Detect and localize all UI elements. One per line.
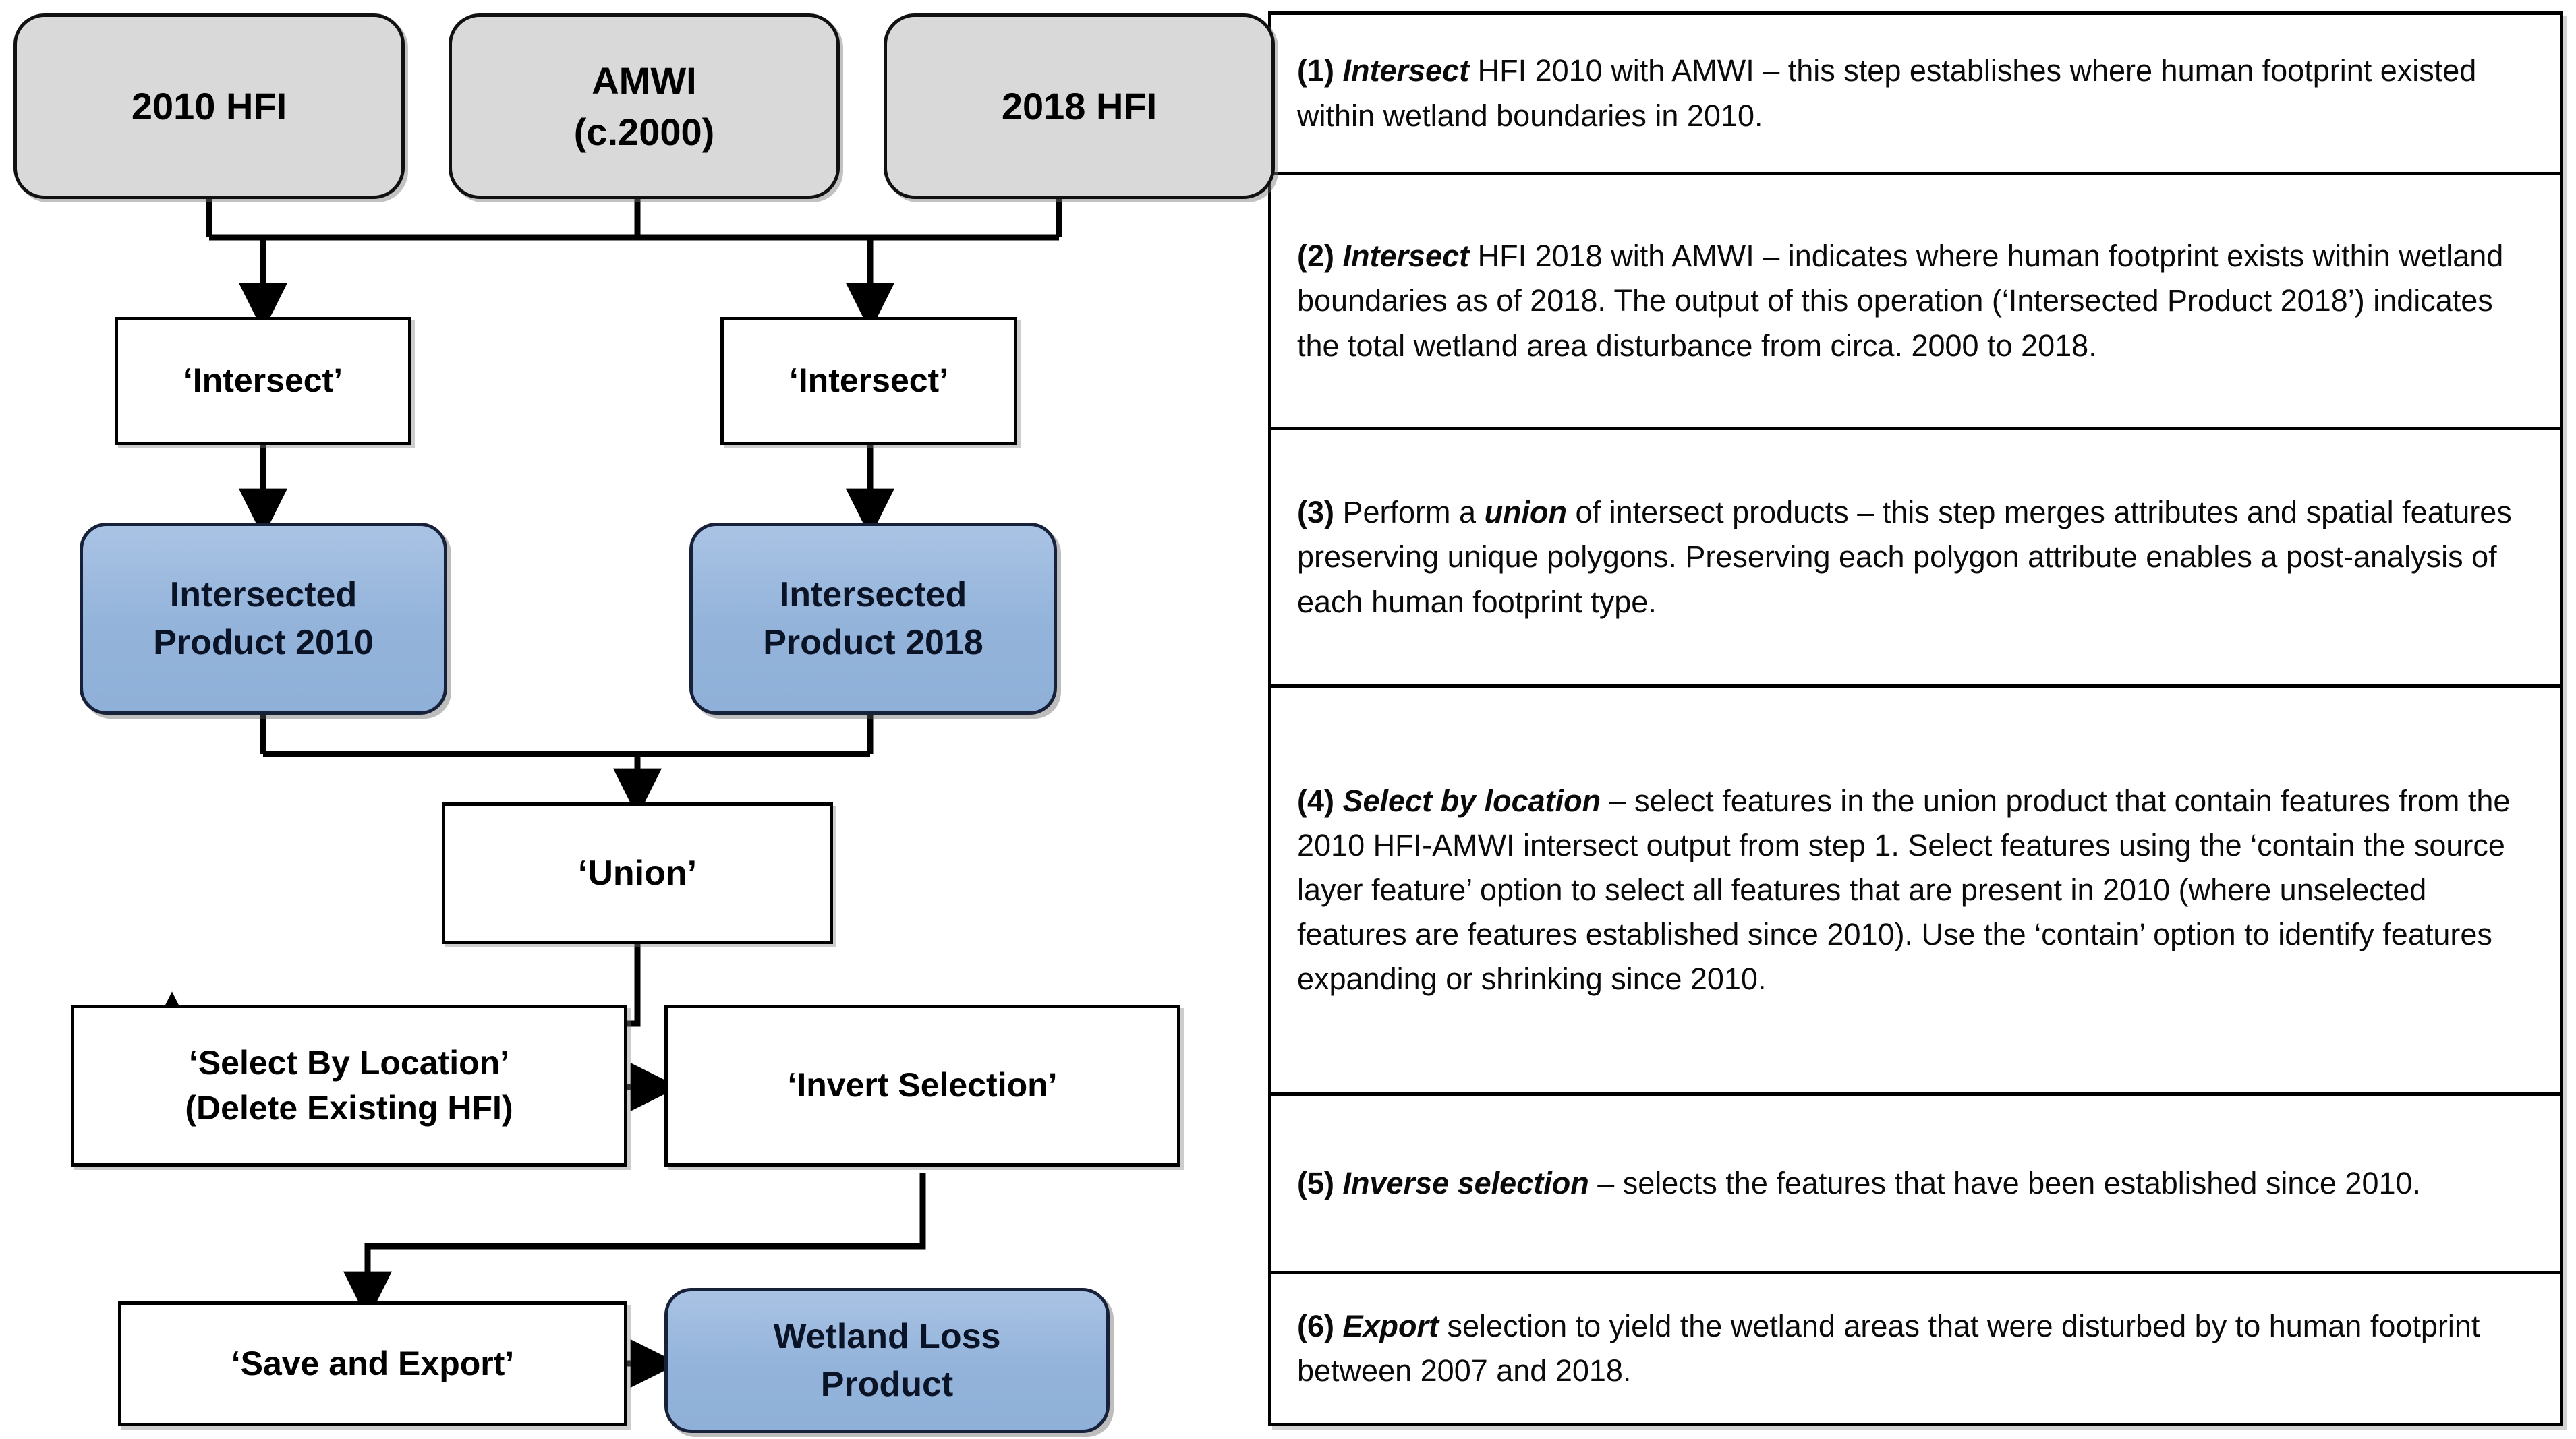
node-save-and-export[interactable]: ‘Save and Export’	[118, 1301, 627, 1426]
node-select-by-location-label-line1: ‘Select By Location’	[188, 1043, 510, 1082]
step-text-1: (1) Intersect HFI 2010 with AMWI – this …	[1297, 53, 2477, 133]
steps-table: (1) Intersect HFI 2010 with AMWI – this …	[1268, 11, 2563, 1426]
step-row-1: (1) Intersect HFI 2010 with AMWI – this …	[1271, 15, 2560, 175]
node-save-and-export-label: ‘Save and Export’	[231, 1344, 515, 1382]
node-hfi-2018[interactable]: 2018 HFI	[884, 13, 1275, 199]
node-intersected-product-2018-label-line2: Product 2018	[763, 622, 983, 662]
step-text-3: (3) Perform a union of intersect product…	[1297, 495, 2512, 619]
node-intersect-2010-label: ‘Intersect’	[183, 361, 343, 400]
node-hfi-2018-label: 2018 HFI	[1001, 84, 1157, 127]
node-select-by-location[interactable]: ‘Select By Location’ (Delete Existing HF…	[71, 1005, 627, 1167]
step-row-5: (5) Inverse selection – selects the feat…	[1271, 1096, 2560, 1274]
node-amwi-label-line1: AMWI	[592, 59, 697, 102]
node-intersect-2018[interactable]: ‘Intersect’	[720, 317, 1017, 445]
node-intersected-product-2010[interactable]: Intersected Product 2010	[80, 523, 447, 715]
step-row-4: (4) Select by location – select features…	[1271, 688, 2560, 1096]
node-select-by-location-label-line2: (Delete Existing HFI)	[185, 1089, 513, 1127]
node-intersect-2010[interactable]: ‘Intersect’	[115, 317, 411, 445]
node-intersected-product-2018[interactable]: Intersected Product 2018	[689, 523, 1057, 715]
step-row-2: (2) Intersect HFI 2018 with AMWI – indic…	[1271, 175, 2560, 430]
node-wetland-loss-product[interactable]: Wetland Loss Product	[664, 1288, 1110, 1433]
node-intersected-product-2010-label-line1: Intersected	[169, 575, 357, 615]
node-intersected-product-2010-label-line2: Product 2010	[153, 622, 374, 662]
node-union[interactable]: ‘Union’	[442, 802, 833, 944]
node-intersected-product-2018-label-line1: Intersected	[779, 575, 967, 615]
node-invert-selection-label: ‘Invert Selection’	[787, 1066, 1058, 1105]
flowchart-panel: 2010 HFI AMWI (c.2000) 2018 HFI ‘Interse…	[0, 0, 1275, 1439]
node-wetland-loss-product-label-line2: Product	[820, 1364, 954, 1404]
node-hfi-2010-label: 2010 HFI	[131, 84, 287, 127]
node-wetland-loss-product-label-line1: Wetland Loss	[773, 1317, 1001, 1357]
node-amwi[interactable]: AMWI (c.2000)	[449, 13, 840, 199]
step-row-3: (3) Perform a union of intersect product…	[1271, 430, 2560, 688]
step-text-5: (5) Inverse selection – selects the feat…	[1297, 1165, 2422, 1200]
node-invert-selection[interactable]: ‘Invert Selection’	[664, 1005, 1180, 1167]
node-amwi-label-line2: (c.2000)	[573, 110, 715, 153]
step-text-6: (6) Export selection to yield the wetlan…	[1297, 1308, 2480, 1388]
node-union-label: ‘Union’	[577, 853, 697, 893]
flowchart-connectors	[148, 199, 1062, 1388]
node-intersect-2018-label: ‘Intersect’	[789, 361, 949, 400]
step-text-2: (2) Intersect HFI 2018 with AMWI – indic…	[1297, 239, 2504, 363]
step-row-6: (6) Export selection to yield the wetlan…	[1271, 1274, 2560, 1423]
step-text-4: (4) Select by location – select features…	[1297, 783, 2511, 997]
node-hfi-2010[interactable]: 2010 HFI	[13, 13, 405, 199]
